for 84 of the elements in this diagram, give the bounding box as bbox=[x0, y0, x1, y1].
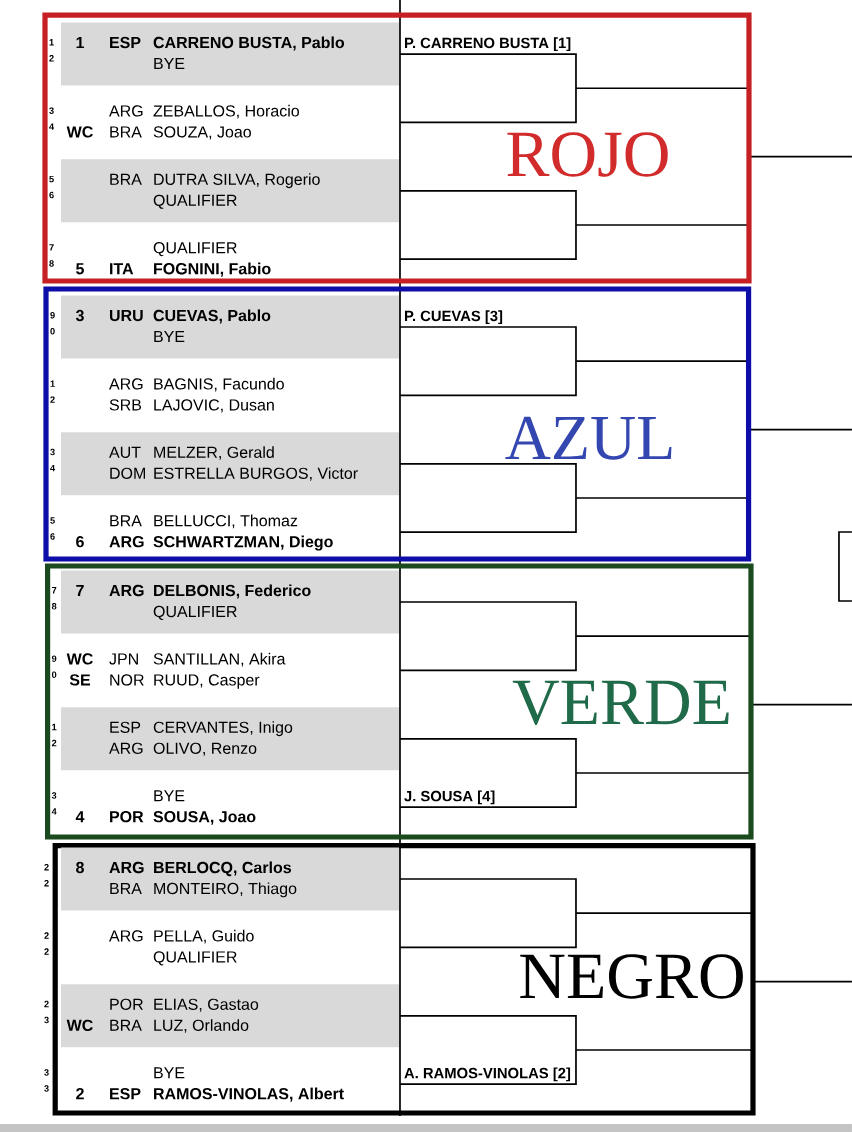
country-code: SRB bbox=[109, 399, 142, 411]
player-name: DELBONIS, Federico bbox=[154, 584, 311, 599]
country-code: BRA bbox=[110, 173, 142, 185]
match-band bbox=[61, 159, 399, 223]
entry-code: WC bbox=[66, 1019, 93, 1031]
player-name: DUTRA SILVA, Rogerio bbox=[154, 173, 320, 189]
player-name: OLIVO, Renzo bbox=[153, 742, 257, 756]
country-code: ARG bbox=[109, 105, 143, 117]
player-name: SOUSA, Joao bbox=[153, 811, 256, 825]
group-frame bbox=[52, 843, 756, 1116]
player-name: QUALIFIER bbox=[153, 242, 237, 257]
group-frame bbox=[42, 12, 752, 284]
player-name: SANTILLAN, Akira bbox=[153, 652, 286, 667]
country-code: POR bbox=[110, 998, 143, 1010]
country-code: ITA bbox=[110, 263, 134, 275]
match-band bbox=[61, 432, 399, 496]
player-name: ELIAS, Gastao bbox=[154, 998, 259, 1012]
player-name: CERVANTES, Inigo bbox=[153, 721, 293, 737]
match-band bbox=[61, 847, 399, 911]
player-name: QUALIFIER bbox=[153, 951, 237, 966]
seed-number: 4 bbox=[75, 811, 85, 823]
country-code: ESP bbox=[110, 1088, 141, 1100]
country-code: BRA bbox=[110, 883, 142, 894]
country-code: ARG bbox=[109, 378, 143, 390]
country-code: JPN bbox=[109, 653, 138, 665]
player-name: BERLOCQ, Carlos bbox=[154, 861, 291, 877]
entry-code: WC bbox=[66, 653, 93, 665]
player-name: SOUZA, Joao bbox=[153, 126, 251, 140]
group-label: NEGRO bbox=[520, 954, 743, 999]
match-band bbox=[61, 295, 399, 359]
player-name: BYE bbox=[154, 331, 185, 342]
entry-code: SE bbox=[69, 674, 91, 686]
entry-code: WC bbox=[66, 126, 93, 138]
country-code: AUT bbox=[109, 446, 141, 458]
player-name: RUUD, Casper bbox=[154, 674, 260, 689]
country-code: URU bbox=[109, 310, 143, 322]
player-name: LUZ, Orlando bbox=[154, 1019, 249, 1033]
player-name: BELLUCCI, Thomaz bbox=[154, 514, 298, 529]
player-name: ESTRELLA BURGOS, Victor bbox=[154, 467, 358, 481]
country-code: ESP bbox=[110, 721, 141, 733]
player-name: BYE bbox=[154, 1067, 185, 1079]
country-code: BRA bbox=[110, 515, 142, 527]
group-label: AZUL bbox=[505, 416, 672, 460]
player-name: SCHWARTZMAN, Diego bbox=[153, 535, 333, 551]
country-code: NOR bbox=[110, 674, 144, 686]
player-name: BYE bbox=[154, 790, 185, 802]
group-frame bbox=[45, 563, 754, 840]
country-code: ARG bbox=[109, 930, 143, 942]
seed-number: 7 bbox=[76, 585, 84, 596]
player-name: CARRENO BUSTA, Pablo bbox=[153, 36, 345, 51]
player-name: BAGNIS, Facundo bbox=[154, 377, 284, 392]
player-name: QUALIFIER bbox=[153, 605, 237, 620]
country-code: BRA bbox=[110, 126, 142, 138]
player-name: MELZER, Gerald bbox=[154, 446, 274, 460]
country-code: ARG bbox=[109, 584, 144, 597]
seed-number: 8 bbox=[76, 861, 84, 874]
player-name: RAMOS-VINOLAS, Albert bbox=[154, 1087, 344, 1102]
country-code: ARG bbox=[109, 536, 144, 548]
country-code: BRA bbox=[110, 1019, 142, 1031]
group-frame bbox=[43, 286, 752, 562]
country-code: POR bbox=[110, 811, 144, 823]
country-code: ARG bbox=[109, 742, 143, 754]
group-label: ROJO bbox=[507, 132, 668, 177]
player-name: PELLA, Guido bbox=[154, 929, 254, 944]
player-name: BYE bbox=[154, 58, 185, 70]
player-name: QUALIFIER bbox=[153, 194, 237, 209]
seed-number: 5 bbox=[76, 263, 84, 275]
country-code: ARG bbox=[109, 861, 144, 874]
player-name: ZEBALLOS, Horacio bbox=[153, 104, 299, 119]
player-name: LAJOVIC, Dusan bbox=[154, 399, 274, 413]
match-band bbox=[61, 984, 399, 1048]
country-code: ESP bbox=[110, 36, 141, 49]
player-name: CUEVAS, Pablo bbox=[153, 309, 271, 324]
seed-number: 6 bbox=[76, 536, 84, 548]
country-code: DOM bbox=[110, 467, 145, 479]
match-band bbox=[61, 570, 399, 634]
player-name: MONTEIRO, Thiago bbox=[154, 882, 297, 898]
match-band bbox=[61, 707, 399, 771]
seed-number: 1 bbox=[76, 37, 84, 49]
seed-number: 2 bbox=[76, 1088, 84, 1100]
seed-number: 3 bbox=[75, 309, 84, 322]
group-label: VERDE bbox=[512, 680, 729, 725]
match-band bbox=[61, 22, 399, 86]
player-name: FOGNINI, Fabio bbox=[154, 262, 271, 277]
